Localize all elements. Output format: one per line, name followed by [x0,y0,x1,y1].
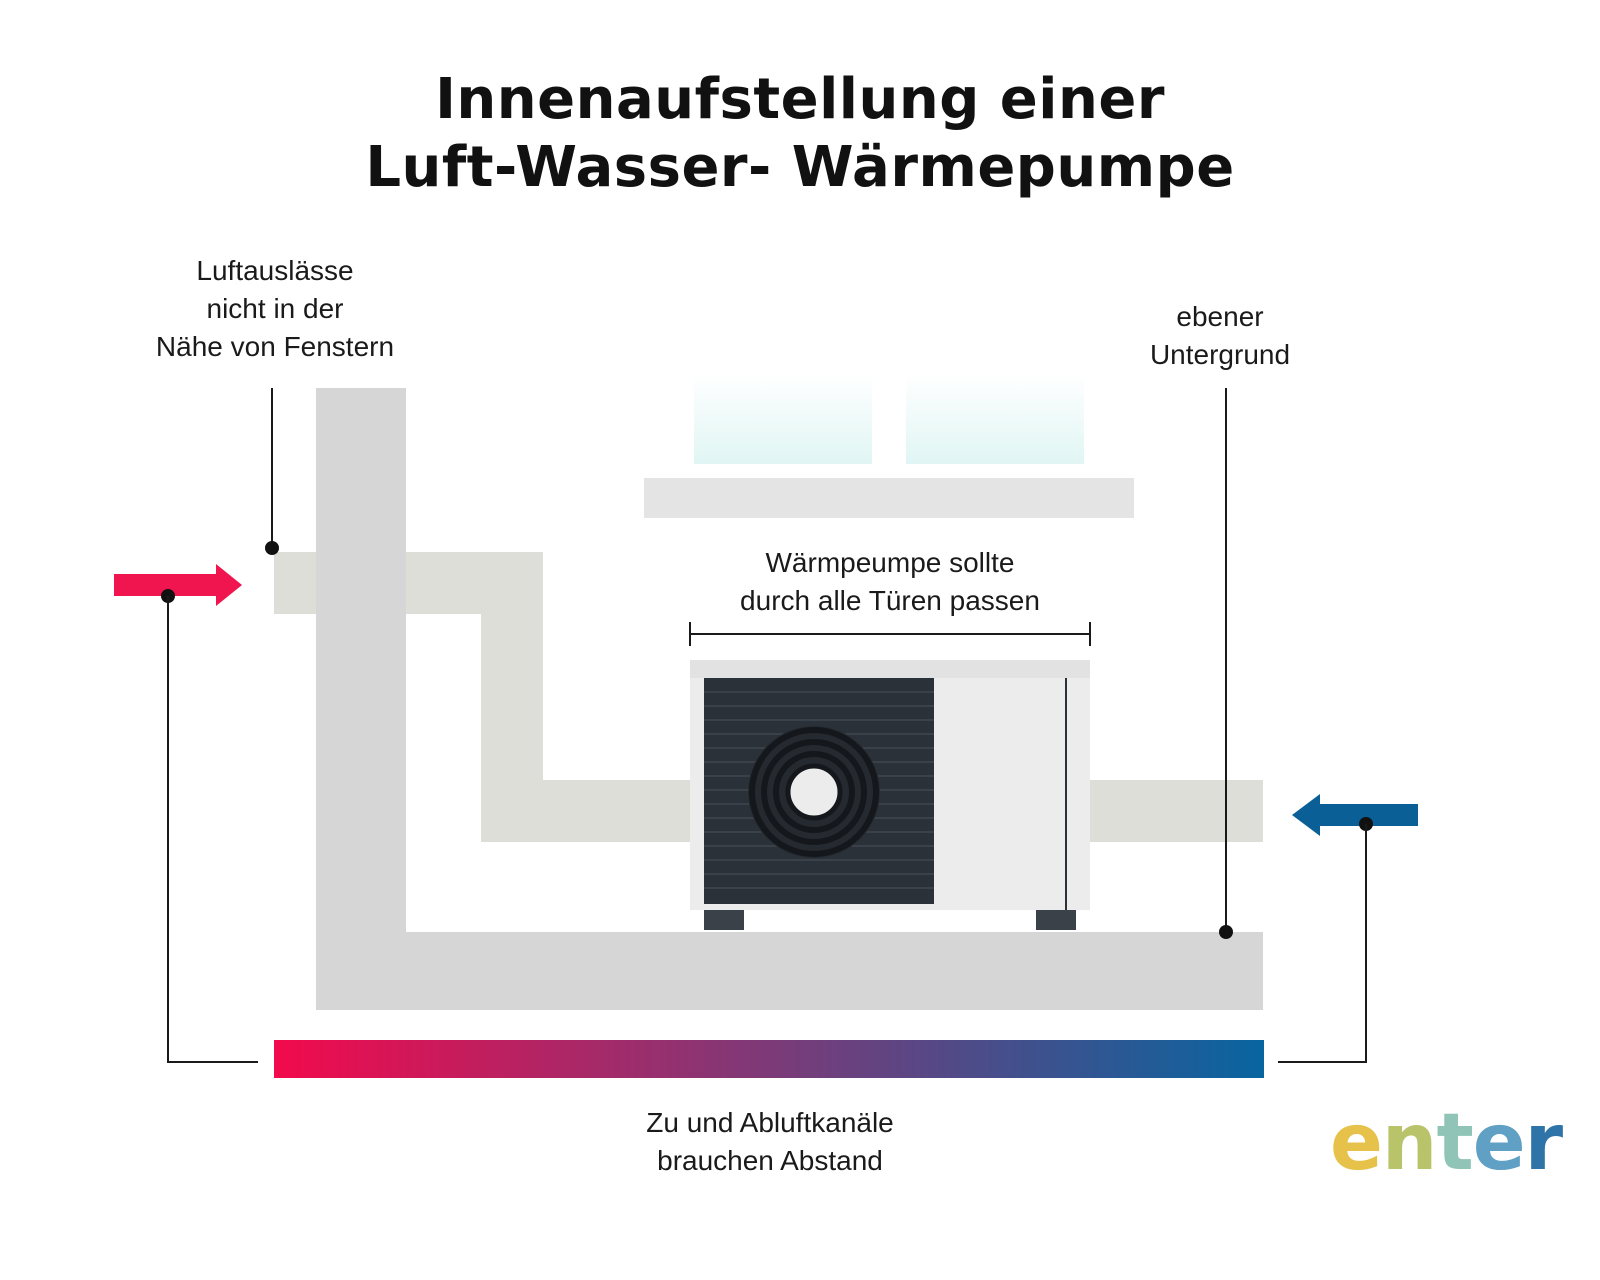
width-dimension [689,622,1091,646]
logo-letter: t [1436,1098,1473,1188]
label-air-outlets: Luftauslässe nicht in der Nähe von Fenst… [130,252,420,366]
page-title: Innenaufstellung einer Luft-Wasser- Wärm… [0,66,1600,202]
label-level-ground-line-2: Untergrund [1149,339,1291,370]
logo-letter: e [1330,1098,1383,1188]
distance-gradient-bar [274,1040,1264,1078]
unit-top [690,660,1090,678]
exhaust-duct [1088,780,1263,842]
label-fit-through-doors-line-1: Wärmpeumpe sollte [765,547,1015,578]
window-left [694,374,872,464]
label-duct-distance: Zu und Abluftkanäle brauchen Abstand [570,1104,970,1180]
label-fit-through-doors: Wärmpeumpe sollte durch alle Türen passe… [690,544,1090,620]
fan-icon [748,726,880,858]
leader-ground [1219,388,1233,939]
arrow-left-icon [1292,794,1418,836]
label-fit-through-doors-line-2: durch alle Türen passen [740,585,1040,616]
label-air-outlets-line-2: nicht in der [206,293,344,324]
brand-logo: enter [1330,1098,1563,1188]
logo-letter: n [1381,1098,1438,1188]
leader-windows [265,388,279,555]
logo-letter: e [1472,1098,1526,1188]
heat-pump-unit [690,660,1090,930]
unit-foot-left [704,910,744,930]
label-air-outlets-line-1: Luftauslässe [196,255,354,286]
title-line-1: Innenaufstellung einer [435,67,1165,132]
label-duct-distance-line-1: Zu und Abluftkanäle [646,1107,894,1138]
intake-duct [274,552,690,842]
label-level-ground: ebener Untergrund [1110,298,1330,374]
leader-exhaust [1278,817,1373,1063]
arrow-right-icon [114,564,242,606]
label-level-ground-line-1: ebener [1176,301,1264,332]
label-air-outlets-line-3: Nähe von Fenstern [155,331,395,362]
leader-intake [161,589,258,1063]
label-duct-distance-line-2: brauchen Abstand [657,1145,883,1176]
window-right [906,374,1084,464]
logo-letter: r [1524,1098,1563,1188]
unit-foot-right [1036,910,1076,930]
wall-and-floor [316,388,1263,1010]
title-line-2: Luft-Wasser- Wärmepumpe [365,135,1235,200]
window-sill [644,478,1134,518]
